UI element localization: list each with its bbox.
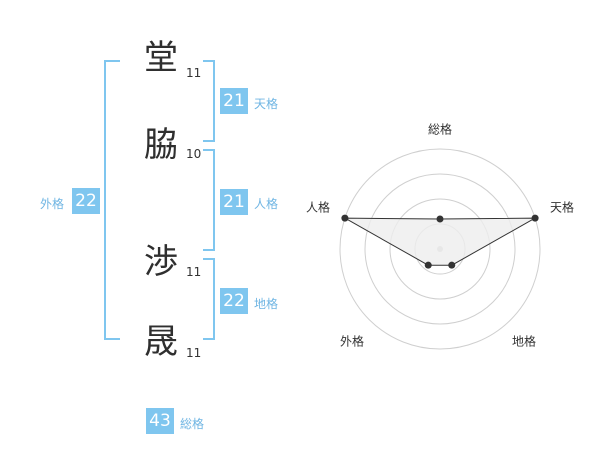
radar-ring: [364, 173, 516, 325]
tenkaku-bracket: [203, 60, 215, 142]
name-char-2: 脇: [144, 125, 178, 165]
jinkaku-bracket: [203, 149, 215, 251]
name-char-4-strokes: 11: [186, 346, 202, 360]
chikaku-value: 22: [220, 288, 248, 314]
name-char-3-strokes: 11: [186, 265, 202, 279]
name-char-2-strokes: 10: [186, 147, 202, 161]
name-char-3: 渉: [144, 242, 178, 282]
name-char-1: 堂: [144, 38, 178, 78]
soukaku-value: 43: [146, 408, 174, 434]
tenkaku-label: 天格: [254, 97, 279, 111]
radar-axis-label-2: 天格: [550, 200, 574, 215]
gaikaku-label: 外格: [40, 197, 65, 211]
jinkaku-label: 人格: [254, 197, 279, 211]
radar-point-5: [341, 214, 349, 222]
chikaku-bracket: [203, 258, 215, 340]
chikaku-label: 地格: [254, 297, 279, 311]
radar-point-4: [424, 261, 432, 269]
radar-ring: [339, 148, 541, 350]
radar-ring: [389, 198, 491, 300]
radar-axis-label-1: 総格: [428, 122, 452, 137]
name-char-4: 晟: [144, 322, 178, 362]
gaikaku-bracket: [104, 60, 120, 340]
radar-point-1: [436, 215, 444, 223]
radar-axis-label-5: 人格: [306, 200, 330, 215]
radar-point-2: [531, 214, 539, 222]
radar-point-3: [448, 261, 456, 269]
radar-axis-label-3: 地格: [512, 334, 536, 349]
name-char-1-strokes: 11: [186, 66, 202, 80]
tenkaku-value: 21: [220, 88, 248, 114]
gaikaku-value: 22: [72, 188, 100, 214]
soukaku-label: 総格: [180, 417, 205, 431]
radar-series-area: [344, 217, 536, 266]
radar-axis-label-4: 外格: [340, 334, 364, 349]
jinkaku-value: 21: [220, 189, 248, 215]
